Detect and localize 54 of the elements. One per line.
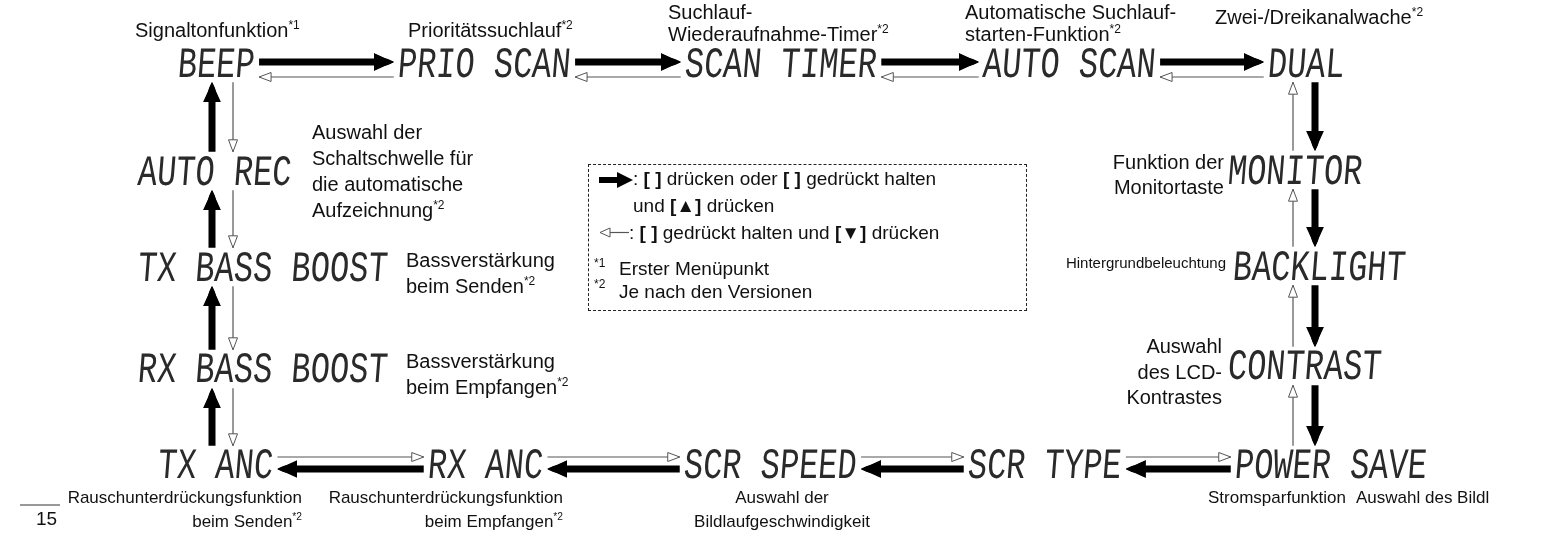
function-description: Funktion der Monitortaste <box>1111 150 1224 200</box>
arrow <box>228 387 238 447</box>
lcd-menu-text: PRIO SCAN <box>396 46 573 80</box>
lcd-menu-text: BEEP <box>176 46 257 80</box>
function-description: Hintergrundbeleuchtung <box>1065 254 1226 272</box>
function-description: Suchlauf- Wiederaufnahme-Timer$^{*2}$ <box>668 1 890 45</box>
function-description: Auswahl der Schaltschwelle für die automatische Aufzeichnung$^{*2}$ <box>312 120 475 223</box>
function-description: Stromsparfunktion <box>1208 487 1346 509</box>
footnote-text: Erster Menüpunkt <box>619 257 769 281</box>
arrow <box>1288 284 1298 348</box>
lcd-menu-text: SCAN TIMER <box>683 46 879 80</box>
legend-text: : [ ] gedrückt halten und [▼] drücken <box>629 221 940 245</box>
arrow <box>860 452 965 462</box>
lcd-menu-text: TX ANC <box>156 448 275 482</box>
function-description: Auswahl des LCD- Kontrastes <box>1125 334 1222 410</box>
function-description: Bassverstärkung beim Empfangen$^{*2}$ <box>406 349 570 400</box>
arrow <box>1288 81 1298 152</box>
function-description: Prioritätssuchlauf$^{*2}$ <box>408 18 574 42</box>
arrow <box>546 452 681 462</box>
lcd-menu-text: MONITOR <box>1226 153 1364 187</box>
lcd-menu-text: AUTO REC <box>136 154 293 188</box>
arrow <box>1288 188 1298 248</box>
lcd-menu-text: SCR SPEED <box>682 448 859 482</box>
function-description: Automatische Suchlauf- starten-Funktion$^{*2}$ <box>965 1 1178 45</box>
lcd-menu-text: RX ANC <box>426 448 545 482</box>
function-description: Rauschunterdrückungsfunktion beim Senden$^{*2}$ <box>66 487 302 533</box>
arrow <box>1288 384 1298 447</box>
function-description: Auswahl der Bildlaufgeschwindigkeit <box>693 487 871 533</box>
function-description: Signaltonfunktion$^{*1}$ <box>135 18 301 42</box>
lcd-menu-text: RX BASS BOOST <box>136 352 389 386</box>
arrow <box>228 285 238 351</box>
lcd-menu-text: DUAL <box>1266 46 1347 80</box>
footnote-mark: *2 <box>594 277 606 291</box>
arrow <box>1125 452 1232 462</box>
lcd-menu-text: TX BASS BOOST <box>136 250 389 284</box>
lcd-menu-text: POWER SAVE <box>1233 448 1429 482</box>
function-description: Rauschunterdrückungsfunktion beim Empfangen$^{*2}$ <box>327 487 563 533</box>
function-description: Zwei-/Dreikanalwache$^{*2}$ <box>1215 5 1425 29</box>
arrow <box>1159 72 1265 82</box>
lcd-menu-text: BACKLIGHT <box>1231 249 1408 283</box>
lcd-menu-text: SCR TYPE <box>966 448 1123 482</box>
arrow <box>276 452 425 462</box>
page-number: 15 <box>36 508 58 530</box>
lcd-menu-text: CONTRAST <box>1226 349 1383 383</box>
footnote-text: Je nach den Versionen <box>619 280 813 304</box>
arrow <box>258 72 395 82</box>
footnote-mark: *1 <box>594 256 606 270</box>
arrow <box>228 189 238 249</box>
function-description: Bassverstärkung beim Senden$^{*2}$ <box>406 248 556 299</box>
arrow <box>574 72 682 82</box>
lcd-menu-text: AUTO SCAN <box>981 46 1158 80</box>
arrow <box>228 81 238 153</box>
function-description: Auswahl des Bildl <box>1356 487 1490 509</box>
arrow <box>880 72 980 82</box>
